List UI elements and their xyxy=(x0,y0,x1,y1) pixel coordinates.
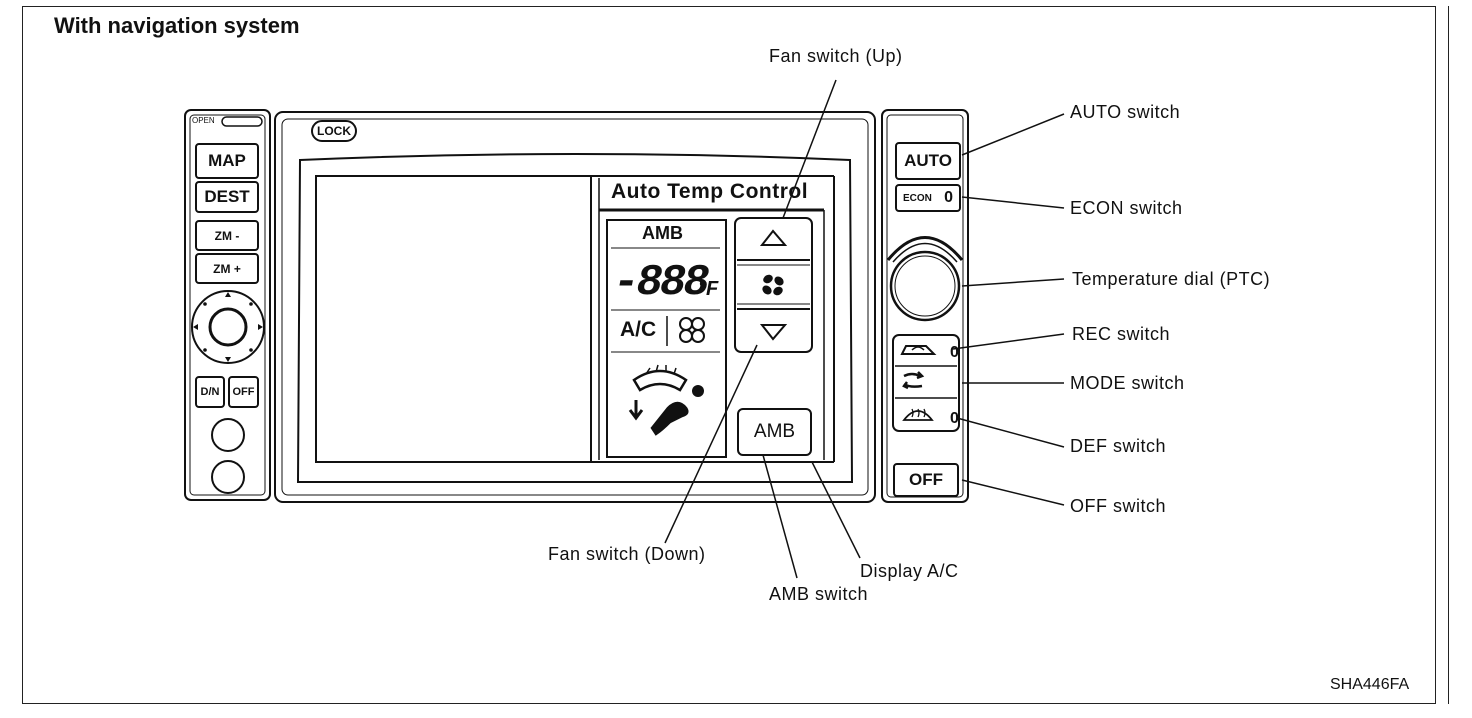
label-rec-switch: REC switch xyxy=(1072,324,1171,344)
triangle-down-icon xyxy=(759,324,788,341)
auto-button[interactable]: AUTO xyxy=(895,142,961,180)
round-button-2[interactable] xyxy=(211,460,245,494)
lock-button[interactable]: LOCK xyxy=(311,120,357,142)
panel-title: Auto Temp Control xyxy=(611,180,809,203)
mode-button[interactable] xyxy=(893,366,959,398)
figure-code: SHA446FA xyxy=(1330,676,1410,693)
leader-lines xyxy=(664,79,1065,579)
figure-frame xyxy=(22,6,1436,704)
rec-indicator: 0 xyxy=(950,344,959,361)
label-fan-up: Fan switch (Up) xyxy=(769,46,903,66)
def-indicator: 0 xyxy=(950,410,959,427)
label-amb-switch: AMB switch xyxy=(769,584,869,604)
amb-header: AMB xyxy=(642,223,683,243)
econ-label: ECON xyxy=(903,192,932,204)
joystick-knob xyxy=(208,307,248,347)
joystick-ring xyxy=(191,290,265,364)
label-temp-dial: Temperature dial (PTC) xyxy=(1072,269,1271,289)
open-label: OPEN xyxy=(192,116,215,125)
def-button[interactable] xyxy=(893,398,959,431)
mode-icon xyxy=(902,371,925,390)
econ-indicator: 0 xyxy=(944,189,953,206)
zoom-in-button[interactable]: ZM + xyxy=(195,253,259,284)
label-auto-switch: AUTO switch xyxy=(1070,102,1181,122)
map-button[interactable]: MAP xyxy=(195,143,259,179)
rec-button[interactable] xyxy=(893,335,959,366)
temperature-dial xyxy=(889,250,961,322)
label-display-ac: Display A/C xyxy=(860,561,959,581)
recirculation-icon xyxy=(900,345,937,355)
zoom-out-button[interactable]: ZM - xyxy=(195,220,259,251)
ac-label: A/C xyxy=(620,318,657,341)
temperature-readout: -888 xyxy=(613,258,710,308)
day-night-button[interactable]: D/N xyxy=(195,376,225,408)
fan-icon xyxy=(679,317,705,343)
nav-off-button[interactable]: OFF xyxy=(228,376,259,408)
amb-button[interactable]: AMB xyxy=(737,408,812,456)
defrost-icon xyxy=(902,408,934,421)
airflow-mode-icon xyxy=(628,364,704,436)
econ-button[interactable]: ECON 0 xyxy=(895,184,961,212)
label-econ-switch: ECON switch xyxy=(1070,198,1183,218)
frame-edge xyxy=(1448,6,1449,704)
off-button[interactable]: OFF xyxy=(893,463,959,497)
label-fan-down: Fan switch (Down) xyxy=(548,544,706,564)
dest-button[interactable]: DEST xyxy=(195,181,259,213)
triangle-up-icon xyxy=(759,229,788,246)
label-off-switch: OFF switch xyxy=(1070,496,1167,516)
fan-speed-icon xyxy=(762,274,784,296)
label-mode-switch: MODE switch xyxy=(1070,373,1185,393)
temperature-unit: °F xyxy=(698,278,719,300)
figure-title: With navigation system xyxy=(54,13,300,38)
round-button-1[interactable] xyxy=(211,418,245,452)
label-def-switch: DEF switch xyxy=(1070,436,1167,456)
